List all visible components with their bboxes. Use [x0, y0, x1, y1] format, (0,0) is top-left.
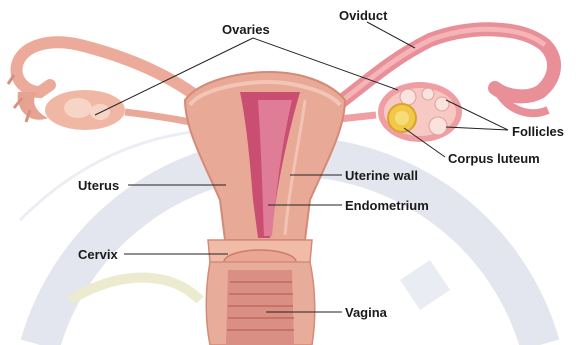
label-uterine-wall: Uterine wall [345, 168, 418, 183]
left-ovary [45, 90, 190, 130]
label-vagina: Vagina [345, 305, 387, 320]
label-endometrium: Endometrium [345, 198, 429, 213]
label-corpus-luteum: Corpus luteum [448, 151, 540, 166]
label-oviduct: Oviduct [339, 8, 387, 23]
cervix-vagina [206, 240, 315, 345]
uterus [185, 72, 345, 240]
label-ovaries: Ovaries [222, 22, 270, 37]
label-uterus: Uterus [78, 178, 119, 193]
label-cervix: Cervix [78, 247, 118, 262]
oviduct-leader [367, 22, 415, 48]
follicles-leader-2 [446, 127, 508, 130]
label-follicles: Follicles [512, 124, 564, 139]
